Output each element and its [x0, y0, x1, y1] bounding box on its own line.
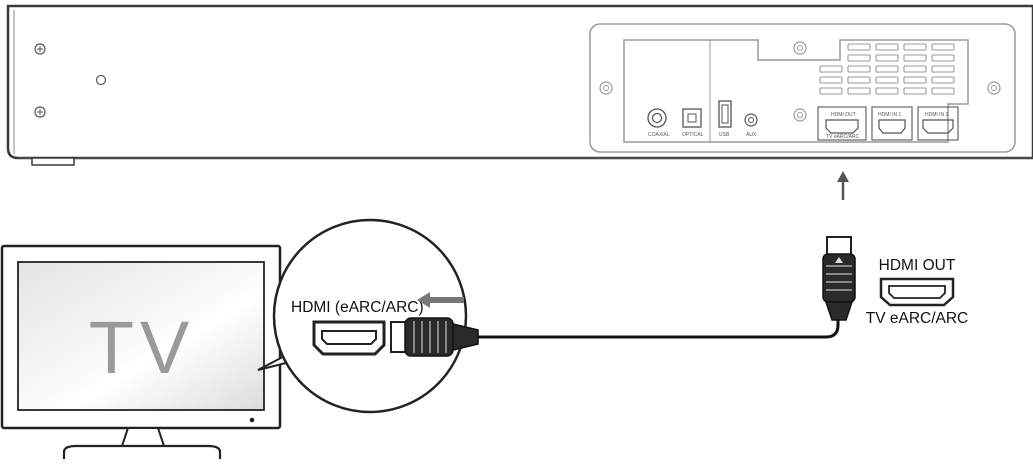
- vent-grille: [819, 43, 955, 95]
- coaxial-label: COAXIAL: [648, 132, 670, 138]
- legend-port-sub: TV eARC/ARC: [866, 310, 969, 327]
- hdmi-in1-panel-label: HDMI IN 1: [878, 112, 902, 118]
- hdmi-in2-panel-label: HDMI IN 2: [925, 112, 949, 118]
- arrow-up-icon: [837, 171, 849, 200]
- hdmi-cable: [478, 318, 840, 339]
- hdmi-in2-port-icon: [922, 119, 954, 134]
- usb-label: USB: [719, 132, 730, 138]
- callout-magnifier: HDMI (eARC/ARC): [257, 218, 479, 414]
- tv-hdmi-port-icon: [312, 320, 386, 356]
- screw-icon: [34, 106, 46, 118]
- arrow-left-icon: [417, 292, 464, 308]
- optical-label: OPTICAL: [682, 132, 704, 138]
- screw-icon: [987, 81, 1001, 95]
- mount-hole-icon: [95, 74, 107, 86]
- hdmi-plug-icon: [404, 317, 479, 357]
- aux-label: AUX: [746, 132, 757, 138]
- hdmi-plug-vertical-icon: [822, 236, 856, 321]
- hdmi-in1-port-icon: [878, 119, 906, 134]
- hdmi-out-port-frame: [817, 106, 867, 141]
- hdmi-out-panel-label: HDMI OUT: [831, 112, 856, 118]
- screw-icon: [793, 41, 807, 55]
- screw-icon: [793, 108, 807, 122]
- screw-icon: [34, 43, 46, 55]
- screw-icon: [599, 81, 613, 95]
- soundbar-foot: [31, 157, 75, 166]
- tv-stand: [62, 444, 222, 459]
- tv-screen-label: TV: [89, 306, 196, 389]
- legend-port-label: HDMI OUT: [879, 257, 956, 274]
- hdmi-out-panel-sub: TV eARC/ARC: [826, 134, 859, 140]
- hdmi-out-legend: HDMI OUT TV eARC/ARC: [866, 257, 969, 327]
- tv-screen: [17, 261, 265, 411]
- usb-port-icon: [718, 100, 732, 128]
- optical-jack-icon: [682, 108, 702, 128]
- rear-panel: [589, 23, 1016, 153]
- callout-port-label: HDMI (eARC/ARC): [291, 299, 424, 316]
- soundbar: [6, 4, 1033, 166]
- tv: TV: [0, 244, 282, 459]
- tv-power-led: [249, 417, 255, 423]
- hdmi-out-port-icon: [825, 119, 859, 134]
- coaxial-jack-icon: [647, 108, 667, 128]
- aux-jack-icon: [744, 113, 758, 127]
- hdmi-port-icon: [879, 277, 955, 307]
